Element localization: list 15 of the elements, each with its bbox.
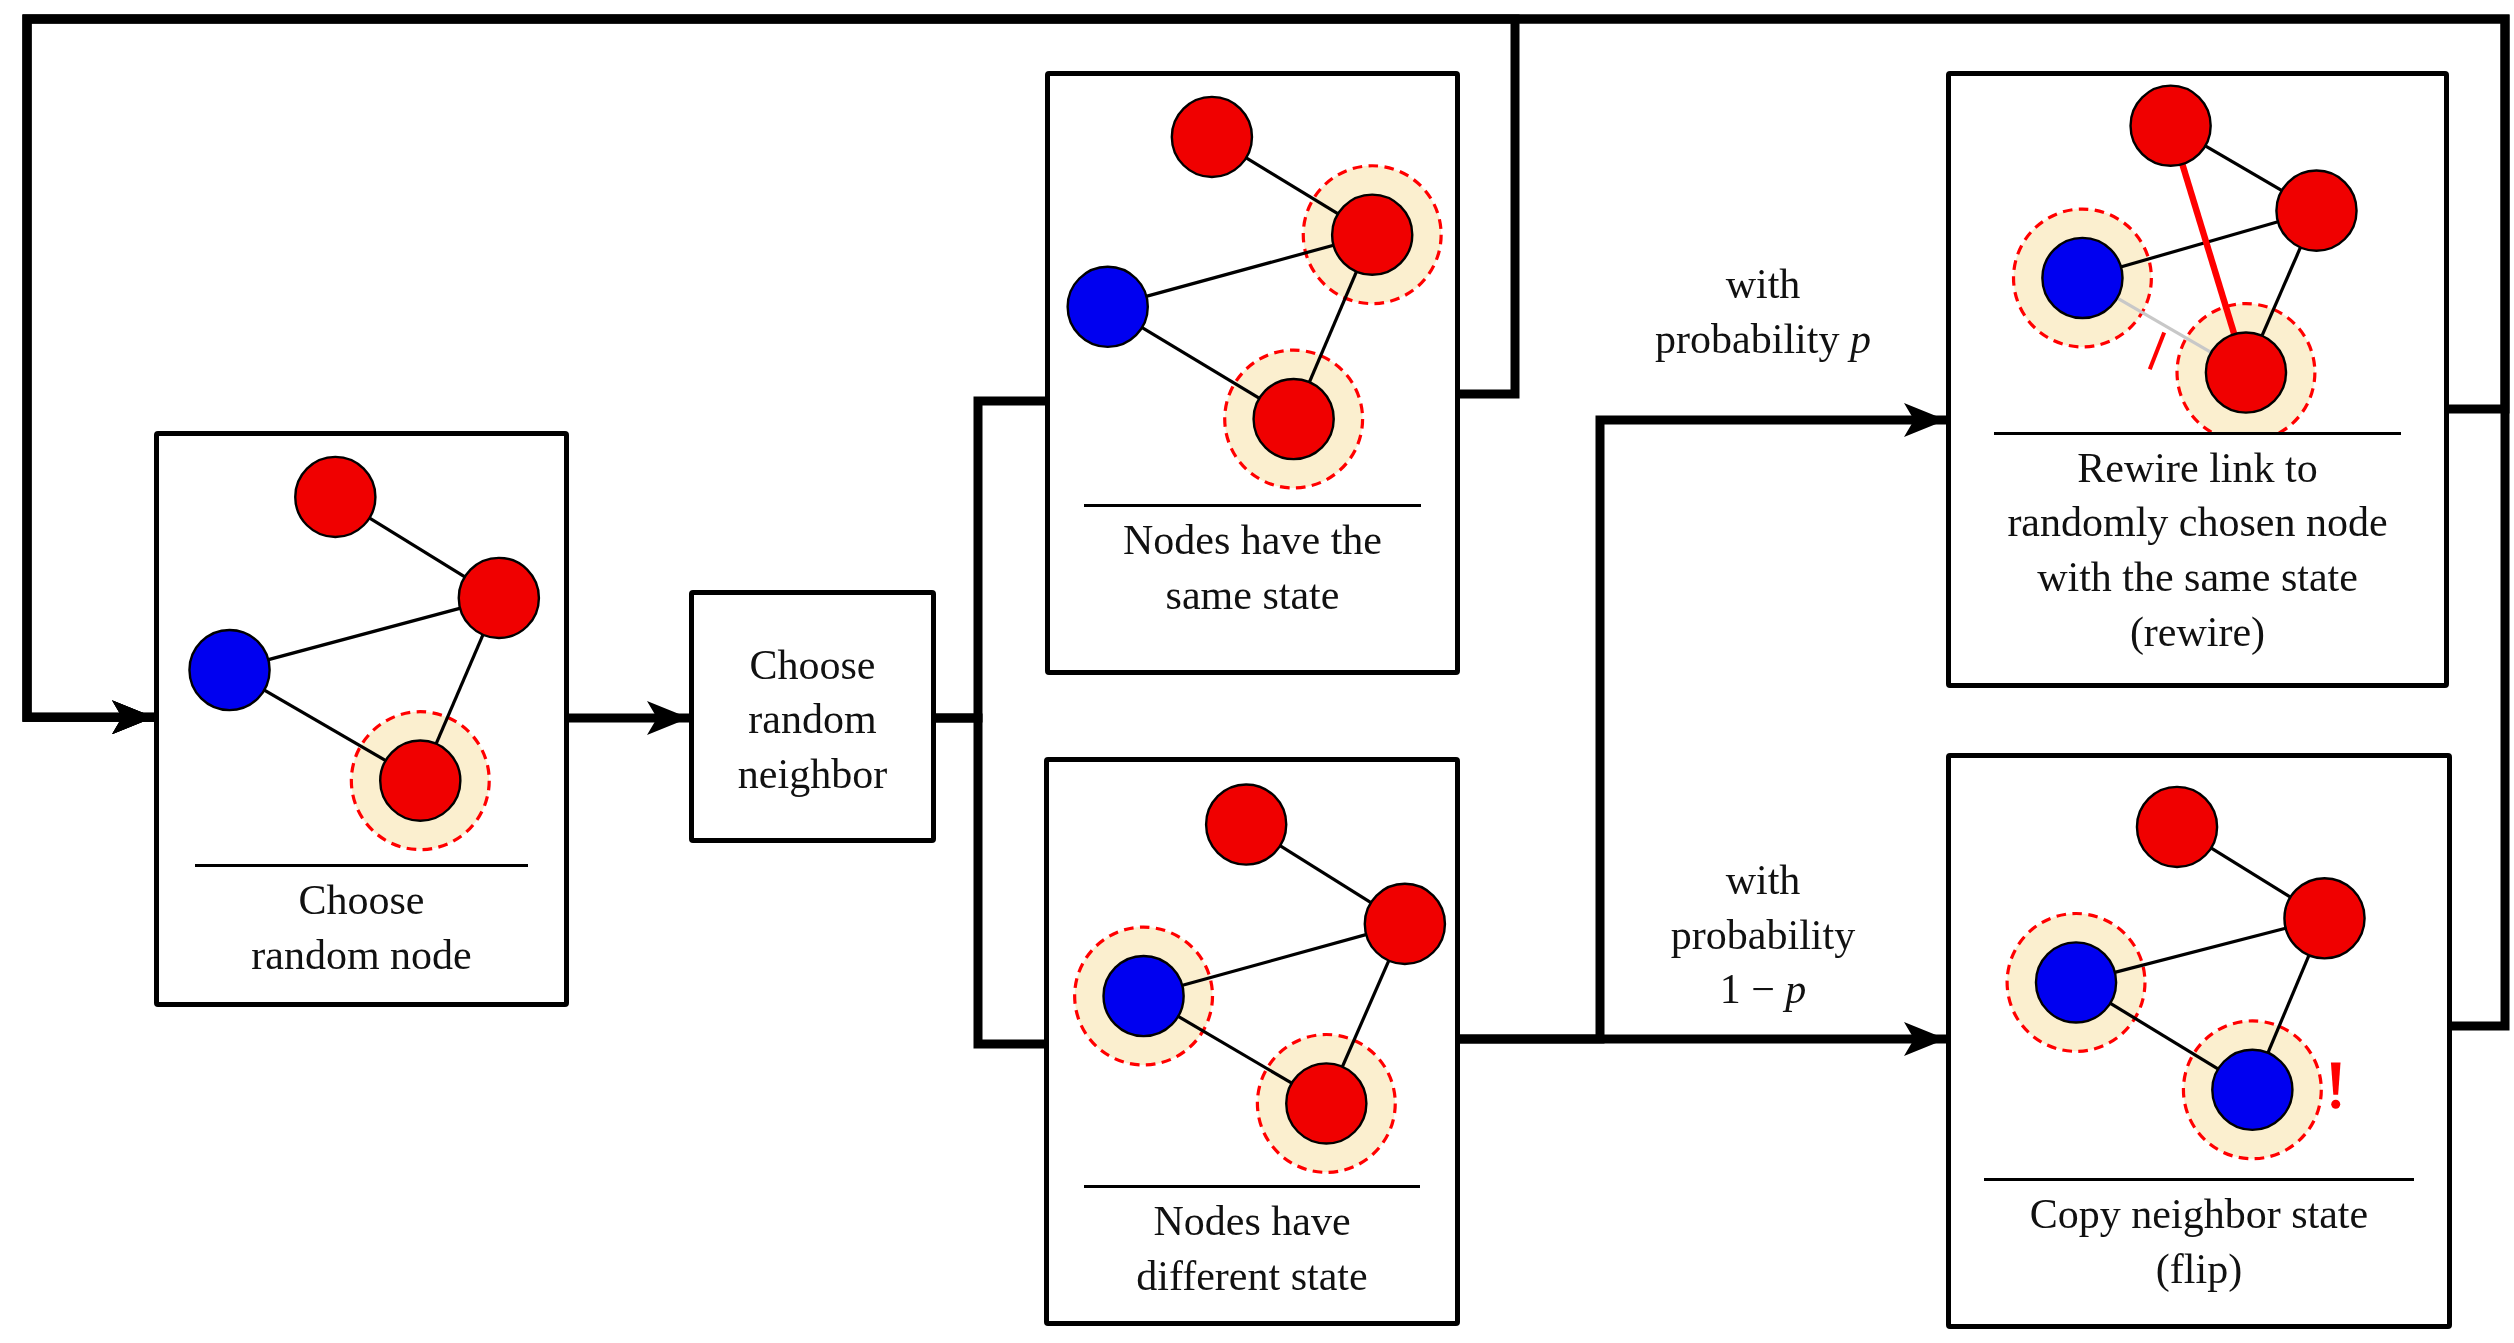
box-caption: Nodes have different state (1135, 1197, 1369, 1301)
box-caption: Rewire link to randomly chosen node with the same state (rewire) (2006, 443, 2389, 657)
connector-arrow (22, 14, 2510, 1031)
box-caption: Nodes have the same state (1122, 516, 1383, 620)
box-caption: Copy neighbor state (flip) (2028, 1190, 2370, 1294)
process-box (1946, 71, 2449, 688)
process-box (1946, 753, 2452, 1329)
box-caption: Choose random node (250, 876, 473, 980)
process-box (689, 590, 936, 843)
process-box (1044, 757, 1460, 1326)
process-box (1045, 71, 1460, 675)
box-caption: Choose random neighbor (736, 640, 889, 799)
process-box (154, 431, 569, 1007)
connector-arrow (569, 701, 689, 735)
connector-arrow (1460, 1022, 1946, 1056)
